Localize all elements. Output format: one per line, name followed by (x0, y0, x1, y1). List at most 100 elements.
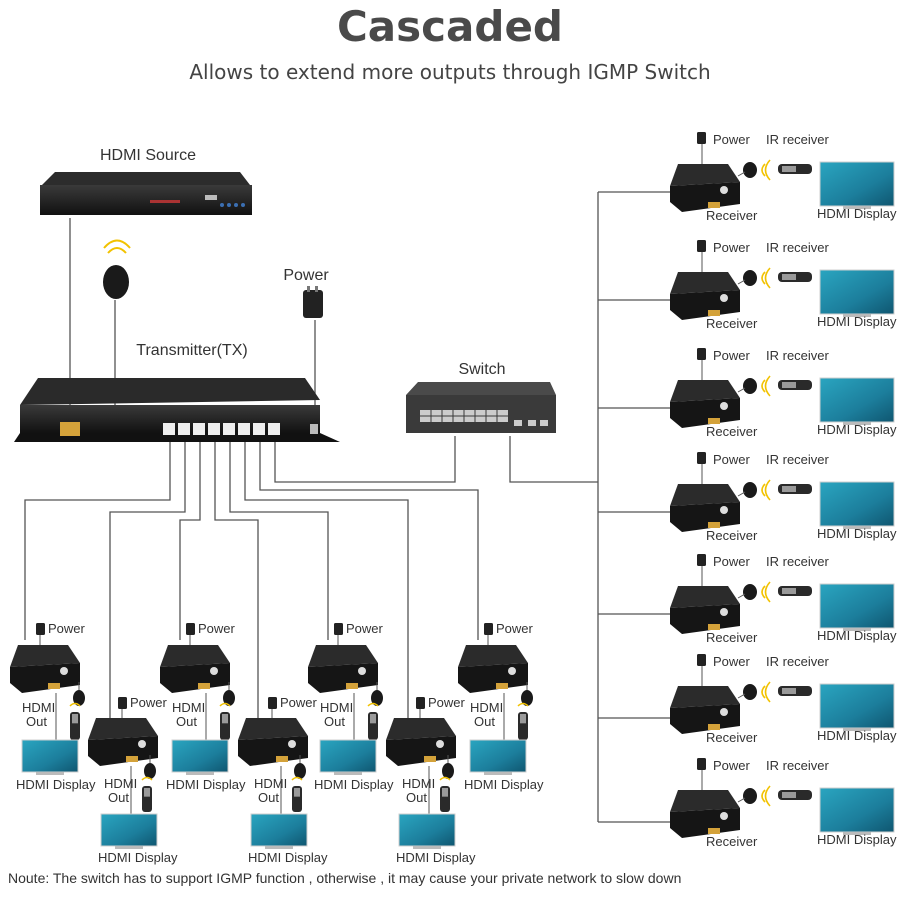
receiver-label: Receiver (706, 834, 758, 849)
ir-blaster-icon (103, 239, 131, 299)
hdmi-out-label: HDMI (104, 776, 137, 791)
hdmi-display-screen (100, 813, 158, 847)
power-plug-icon (697, 554, 706, 566)
receiver-body (238, 718, 308, 740)
transmitter-device: Transmitter(TX) (14, 342, 340, 442)
hdmi-display-label: HDMI Display (464, 777, 544, 792)
power-label: Power (496, 621, 534, 636)
hdmi-display-screen (819, 787, 895, 833)
power-label: Power (713, 758, 751, 773)
hdmi-display-screen (819, 583, 895, 629)
tx-link-3 (179, 440, 201, 640)
receiver-body (670, 164, 740, 186)
power-plug-icon (697, 654, 706, 666)
receiver-body (670, 272, 740, 294)
receiver-body (670, 484, 740, 506)
tx-power-label: Power (283, 267, 329, 284)
tx-link-6 (244, 440, 409, 720)
hdmi-out-label: Out (108, 790, 129, 805)
hdmi-display-label: HDMI Display (817, 526, 897, 541)
power-label: Power (346, 621, 384, 636)
receiver-label: Receiver (706, 730, 758, 745)
power-plug-icon (484, 623, 493, 635)
tx-link-2 (109, 440, 186, 720)
ir-receiver-eye-icon (442, 763, 454, 779)
receiver-body (670, 790, 740, 812)
power-label: Power (713, 240, 751, 255)
receiver-label: Receiver (706, 528, 758, 543)
tx-link-7 (259, 440, 479, 640)
tx-link-4 (214, 440, 259, 720)
ir-receiver-eye-icon (743, 378, 757, 394)
hdmi-display-label: HDMI Display (817, 206, 897, 221)
ir-receiver-eye-icon (294, 763, 306, 779)
hdmi-out-label: HDMI (172, 700, 205, 715)
power-plug-icon (697, 132, 706, 144)
hdmi-out-label: HDMI (470, 700, 503, 715)
hdmi-out-label: HDMI (254, 776, 287, 791)
power-plug-icon (118, 697, 127, 709)
hdmi-display-screen (171, 739, 229, 773)
hdmi-display-label: HDMI Display (248, 850, 328, 865)
hdmi-display-label: HDMI Display (817, 832, 897, 847)
switch-uplink (509, 436, 598, 483)
cables (24, 191, 670, 823)
hdmi-display-label: HDMI Display (166, 777, 246, 792)
hdmi-out-label: Out (258, 790, 279, 805)
power-label: Power (713, 554, 751, 569)
power-plug-icon (697, 758, 706, 770)
hdmi-display-label: HDMI Display (396, 850, 476, 865)
ir-receiver-label: IR receiver (766, 554, 830, 569)
power-plug-icon (186, 623, 195, 635)
hdmi-display-label: HDMI Display (314, 777, 394, 792)
power-label: Power (713, 348, 751, 363)
hdmi-display-screen (819, 269, 895, 315)
power-label: Power (48, 621, 86, 636)
power-label: Power (198, 621, 236, 636)
hdmi-out-label: Out (26, 714, 47, 729)
hdmi-out-label: Out (176, 714, 197, 729)
hdmi-display-screen (250, 813, 308, 847)
hdmi-display-label: HDMI Display (98, 850, 178, 865)
receiver-label: Receiver (706, 316, 758, 331)
receiver-body (386, 718, 456, 740)
ir-receiver-eye-icon (144, 763, 156, 779)
hdmi-out-label: HDMI (22, 700, 55, 715)
hdmi-source-device: HDMI Source (40, 147, 252, 215)
ir-receiver-label: IR receiver (766, 758, 830, 773)
power-label: Power (428, 695, 466, 710)
receiver-label: Receiver (706, 208, 758, 223)
ir-receiver-label: IR receiver (766, 240, 830, 255)
hdmi-display-label: HDMI Display (817, 314, 897, 329)
ir-receiver-eye-icon (743, 482, 757, 498)
ir-receiver-eye-icon (743, 270, 757, 286)
hdmi-out-label: Out (324, 714, 345, 729)
ir-receiver-eye-icon (743, 788, 757, 804)
hdmi-out-label: Out (474, 714, 495, 729)
ir-receiver-eye-icon (521, 690, 533, 706)
ir-receiver-eye-icon (743, 684, 757, 700)
receiver-body (670, 586, 740, 608)
hdmi-display-screen (469, 739, 527, 773)
power-label: Power (713, 654, 751, 669)
transmitter-label: Transmitter(TX) (136, 342, 247, 359)
switch-label: Switch (458, 361, 505, 378)
hdmi-out-label: Out (406, 790, 427, 805)
power-label: Power (713, 452, 751, 467)
ir-receiver-label: IR receiver (766, 654, 830, 669)
power-plug-icon (697, 348, 706, 360)
receiver-label: Receiver (706, 424, 758, 439)
hdmi-display-label: HDMI Display (16, 777, 96, 792)
receiver-body (670, 380, 740, 402)
